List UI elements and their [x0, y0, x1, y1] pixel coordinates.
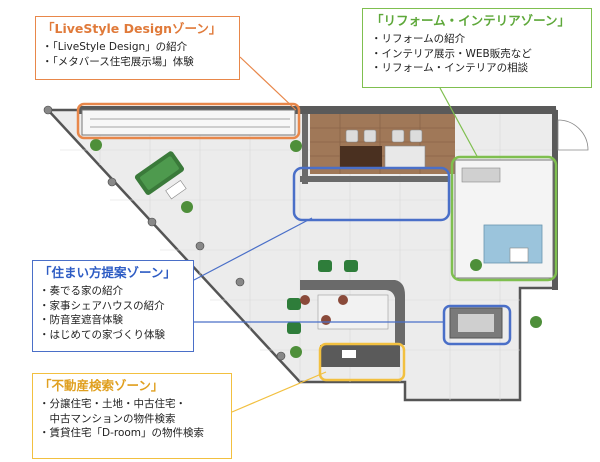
zone-outline-sumaikata-2 — [442, 304, 512, 346]
wood-room — [310, 114, 455, 174]
plants — [90, 139, 542, 358]
sumaikata-zone-callout: 「住まい方提案ゾーン」 奏でる家の紹介 家事シェアハウスの紹介 防音室遮音体験 … — [32, 260, 194, 352]
livestyle-zone-title: 「LiveStyle Designゾーン」 — [42, 21, 222, 36]
column-posts — [43, 105, 286, 361]
search-desk — [320, 345, 400, 367]
green-chairs — [287, 260, 358, 334]
fudosan-zone-callout: 「不動産検索ゾーン」 分譲住宅・土地・中古住宅・ 中古マンションの物件検索 賃貸… — [32, 373, 232, 459]
fudosan-zone-title: 「不動産検索ゾーン」 — [39, 378, 164, 393]
reform-zone-callout: 「リフォーム・インテリアゾーン」 リフォームの紹介 インテリア展示・WEB販売な… — [362, 8, 592, 88]
reform-zone-title: 「リフォーム・インテリアゾーン」 — [371, 13, 571, 28]
fudosan-item: 中古マンションの物件検索 — [49, 412, 176, 425]
wood-room-chairs — [345, 129, 423, 143]
livestyle-item: 「メタバース住宅展示場」体験 — [42, 55, 233, 70]
top-wall — [78, 106, 556, 114]
connector-fudosan — [231, 371, 327, 413]
connector-reform — [439, 87, 479, 159]
sumaikata-item: 防音室遮音体験 — [39, 313, 187, 328]
zone-outline-sumaikata-1 — [292, 166, 451, 222]
sumaikata-item: はじめての家づくり体験 — [39, 328, 187, 343]
partition-wall — [300, 176, 450, 182]
fudosan-item: 分譲住宅・土地・中古住宅・ — [39, 397, 225, 412]
zone-outline-livestyle — [76, 102, 301, 140]
zone-outline-reform — [450, 155, 558, 282]
counter — [300, 280, 405, 345]
reform-item: リフォーム・インテリアの相談 — [371, 61, 583, 76]
livestyle-item: 「LiveStyle Design」の紹介 — [42, 40, 233, 55]
sumaikata-zone-title: 「住まい方提案ゾーン」 — [39, 265, 176, 280]
reform-item: インテリア展示・WEB販売など — [371, 47, 583, 62]
sumaikata-item: 奏でる家の紹介 — [39, 284, 187, 299]
zone-outline-fudosan — [318, 342, 406, 382]
connector-livestyle — [239, 56, 297, 111]
fudosan-item: 賃貸住宅「D-room」の物件検索 — [39, 426, 225, 441]
sumaikata-item: 家事シェアハウスの紹介 — [39, 299, 187, 314]
livestyle-zone-callout: 「LiveStyle Designゾーン」 「LiveStyle Design」… — [35, 16, 240, 80]
sofa-set — [134, 151, 187, 200]
livestyle-display — [81, 109, 296, 136]
reform-item: リフォームの紹介 — [371, 32, 583, 47]
connector-sumaikata-1 — [193, 217, 313, 281]
